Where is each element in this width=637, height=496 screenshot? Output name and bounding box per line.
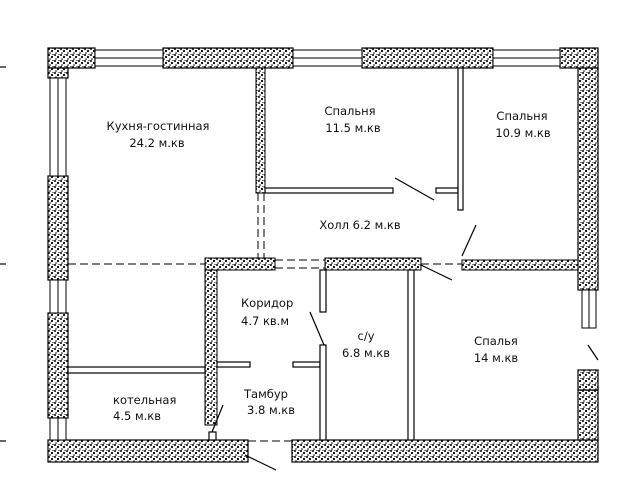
room-area-bedroom-2: 10.9 м.кв (495, 126, 551, 140)
exterior-walls (47, 47, 599, 463)
room-area-kitchen: 24.2 м.кв (129, 136, 185, 150)
room-name-bathroom: с/у (357, 329, 375, 343)
room-area-corridor: 4.7 кв.м (241, 314, 289, 328)
room-name-bedroom-3: Спалья (474, 334, 518, 348)
room-area-vestibule: 3.8 м.кв (247, 403, 295, 417)
room-name-kitchen: Кухня-гостинная (106, 119, 210, 133)
room-area-bedroom-3: 14 м.кв (473, 351, 519, 365)
room-name-hall: Холл 6.2 м.кв (319, 218, 401, 232)
room-name-boiler: котельная (113, 393, 177, 407)
partitions (67, 67, 464, 441)
interior-walls (204, 67, 579, 426)
windows (49, 49, 597, 441)
room-area-bedroom-1: 11.5 м.кв (325, 121, 381, 135)
room-name-bedroom-2: Спальня (496, 109, 548, 123)
room-area-bathroom: 6.8 м.кв (342, 346, 390, 360)
openings (68, 193, 462, 442)
room-name-corridor: Коридор (241, 296, 294, 310)
room-name-bedroom-1: Спальня (324, 104, 376, 118)
room-area-boiler: 4.5 м.кв (113, 409, 161, 423)
door-swings (211, 177, 599, 471)
dimension-ticks (0, 66, 6, 442)
room-name-vestibule: Тамбур (244, 387, 288, 401)
